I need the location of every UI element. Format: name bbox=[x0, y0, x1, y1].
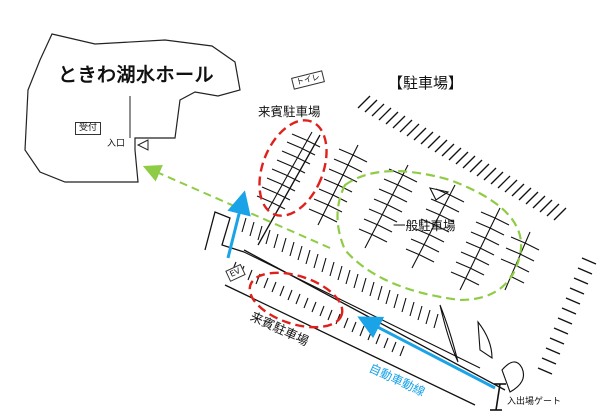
vip-upper-outline bbox=[258, 119, 328, 217]
parking-title: 【駐車場】 bbox=[388, 74, 464, 92]
lot-boundary bbox=[204, 134, 506, 406]
stall-rows bbox=[256, 131, 540, 291]
general-parking-label: 一般駐車場 bbox=[393, 218, 456, 233]
gate-marker-icon bbox=[490, 383, 506, 411]
gate-label: 入出場ゲート bbox=[507, 397, 562, 407]
car-route-main bbox=[357, 316, 496, 390]
islands bbox=[428, 187, 525, 393]
entrance-marker-icon bbox=[136, 139, 149, 151]
vip-lower-outline bbox=[248, 271, 344, 329]
hall-building-outline bbox=[24, 33, 241, 183]
vip-upper-label: 来賓駐車場 bbox=[258, 104, 321, 119]
entrance-label: 入口 bbox=[107, 139, 126, 149]
car-route-side bbox=[226, 190, 251, 259]
stalls-right bbox=[537, 257, 597, 375]
general-parking-outline bbox=[336, 170, 523, 302]
stalls-bottom-row bbox=[231, 217, 481, 369]
stalls-top bbox=[357, 95, 567, 221]
hall-name: ときわ湖水ホール bbox=[58, 64, 215, 86]
reception-label: 受付 bbox=[75, 122, 102, 135]
